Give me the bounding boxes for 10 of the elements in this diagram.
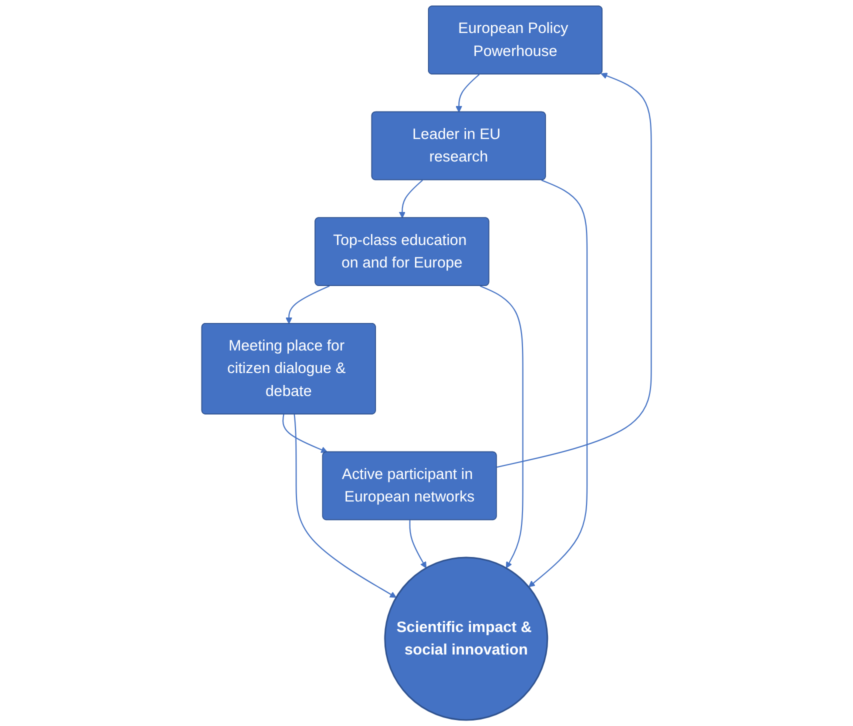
arrow: [294, 414, 396, 598]
arrow: [282, 414, 328, 453]
arrow: [480, 285, 524, 568]
node-circle: Scientific impact & social innovation: [384, 556, 548, 721]
arrow: [398, 180, 423, 218]
arrow: [456, 74, 480, 112]
arrow: [409, 520, 426, 568]
arrow: [496, 72, 652, 468]
arrow: [286, 285, 330, 324]
arrow: [528, 180, 588, 588]
